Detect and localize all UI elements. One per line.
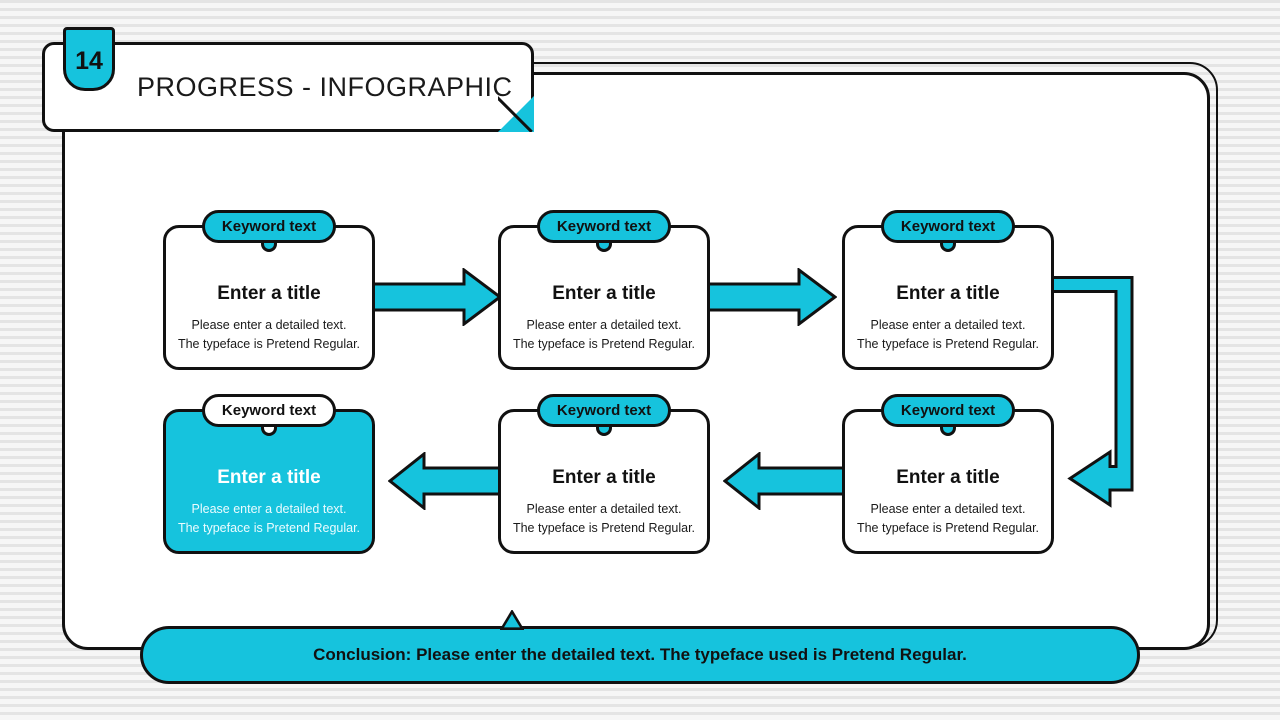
conclusion-pointer-icon: [500, 610, 524, 630]
card-title-1: Enter a title: [217, 283, 321, 304]
badge-tail-4: [261, 424, 277, 436]
keyword-badge-3[interactable]: Keyword text: [881, 210, 1015, 243]
keyword-badge-1[interactable]: Keyword text: [202, 210, 336, 243]
step-card-6[interactable]: Keyword text Enter a title Please enter …: [842, 394, 1054, 554]
badge-tail-5: [596, 424, 612, 436]
card-title-2: Enter a title: [552, 283, 656, 304]
step-card-2[interactable]: Keyword text Enter a title Please enter …: [498, 210, 710, 370]
keyword-badge-2[interactable]: Keyword text: [537, 210, 671, 243]
keyword-badge-4[interactable]: Keyword text: [202, 394, 336, 427]
card-title-5: Enter a title: [552, 467, 656, 488]
conclusion-text: Conclusion: Please enter the detailed te…: [313, 645, 967, 664]
conclusion-banner[interactable]: Conclusion: Please enter the detailed te…: [140, 626, 1140, 684]
arrow-3-to-6-shape: [1048, 276, 1134, 508]
arrow-2-to-3-icon: [707, 268, 837, 326]
card-body-line1-5: Please enter a detailed text.: [526, 502, 682, 516]
step-card-3[interactable]: Keyword text Enter a title Please enter …: [842, 210, 1054, 370]
step-card-1[interactable]: Keyword text Enter a title Please enter …: [163, 210, 375, 370]
keyword-badge-5[interactable]: Keyword text: [537, 394, 671, 427]
card-body-line1-2: Please enter a detailed text.: [526, 318, 682, 332]
card-body-5: Please enter a detailed text. The typefa…: [507, 500, 701, 538]
badge-tail-3: [940, 240, 956, 252]
card-title-3: Enter a title: [896, 283, 1000, 304]
card-body-line2-6: The typeface is Pretend Regular.: [856, 520, 1040, 535]
arrow-1-to-2-icon: [372, 268, 502, 326]
slide-number-badge: 14: [63, 27, 115, 91]
card-body-line2-2: The typeface is Pretend Regular.: [512, 336, 696, 351]
card-body-6: Please enter a detailed text. The typefa…: [851, 500, 1045, 538]
card-body-line2-3: The typeface is Pretend Regular.: [856, 336, 1040, 351]
badge-tail-2: [596, 240, 612, 252]
keyword-badge-6[interactable]: Keyword text: [881, 394, 1015, 427]
card-body-line1-3: Please enter a detailed text.: [870, 318, 1026, 332]
card-body-line1-4: Please enter a detailed text.: [191, 502, 347, 516]
badge-tail-6: [940, 424, 956, 436]
page-title: PROGRESS - INFOGRAPHIC: [137, 71, 513, 102]
card-title-4: Enter a title: [217, 467, 321, 488]
step-card-4[interactable]: Keyword text Enter a title Please enter …: [163, 394, 375, 554]
card-body-4: Please enter a detailed text. The typefa…: [172, 500, 366, 538]
folded-corner-icon: [498, 96, 534, 132]
card-body-line1-6: Please enter a detailed text.: [870, 502, 1026, 516]
card-body-line2-4: The typeface is Pretend Regular.: [177, 520, 361, 535]
slide-number-text: 14: [75, 47, 103, 75]
badge-tail-1: [261, 240, 277, 252]
step-card-5[interactable]: Keyword text Enter a title Please enter …: [498, 394, 710, 554]
arrow-6-to-5-icon: [723, 452, 849, 510]
arrow-5-to-4-icon: [388, 452, 514, 510]
card-title-6: Enter a title: [896, 467, 1000, 488]
slide-header-plate: 14 PROGRESS - INFOGRAPHIC: [42, 27, 534, 132]
card-body-3: Please enter a detailed text. The typefa…: [851, 316, 1045, 354]
card-body-line1-1: Please enter a detailed text.: [191, 318, 347, 332]
card-body-2: Please enter a detailed text. The typefa…: [507, 316, 701, 354]
card-body-line2-5: The typeface is Pretend Regular.: [512, 520, 696, 535]
card-body-1: Please enter a detailed text. The typefa…: [172, 316, 366, 354]
card-body-line2-1: The typeface is Pretend Regular.: [177, 336, 361, 351]
